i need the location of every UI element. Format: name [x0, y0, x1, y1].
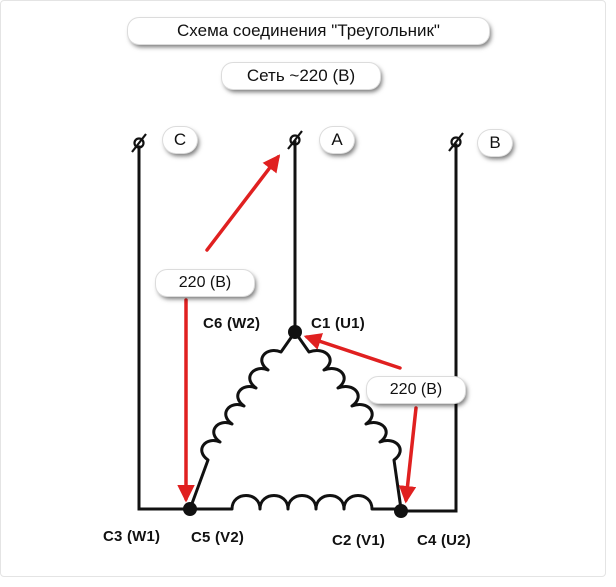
node-c2-c4: [394, 504, 408, 518]
phase-label-b: B: [478, 130, 512, 156]
terminal-label-c3: C3 (W1): [103, 528, 161, 545]
arrow-to-c1: [303, 333, 402, 370]
node-c3-c5: [183, 502, 197, 516]
terminal-label-c4: C4 (U2): [417, 532, 471, 549]
voltage-label-right: 220 (В): [367, 377, 465, 403]
terminal-label-c2: C2 (V1): [332, 532, 386, 549]
node-c1-c6: [288, 325, 302, 339]
screw-terminal-b-icon: [448, 132, 464, 152]
terminal-label-c1: C1 (U1): [311, 315, 365, 332]
arrow-to-phase-a: [205, 154, 281, 252]
diagram-title: Схема соединения "Треугольник": [128, 18, 489, 44]
screw-terminal-a-icon: [287, 130, 303, 150]
winding-left: [188, 331, 297, 510]
terminal-label-c5: C5 (V2): [191, 529, 245, 546]
arrow-to-c2: [398, 406, 418, 504]
winding-bottom: [190, 494, 401, 511]
wire-phase-b: [399, 143, 458, 513]
voltage-label-left: 220 (В): [156, 270, 254, 296]
winding-right: [293, 331, 403, 510]
screw-terminal-c-icon: [131, 133, 147, 153]
network-voltage-label: Сеть ~220 (В): [222, 63, 380, 89]
phase-label-a: A: [320, 127, 354, 153]
phase-label-c: C: [163, 127, 197, 153]
wire-phase-c: [137, 145, 192, 511]
diagram-frame: [0, 0, 606, 577]
terminal-label-c6: C6 (W2): [203, 315, 261, 332]
